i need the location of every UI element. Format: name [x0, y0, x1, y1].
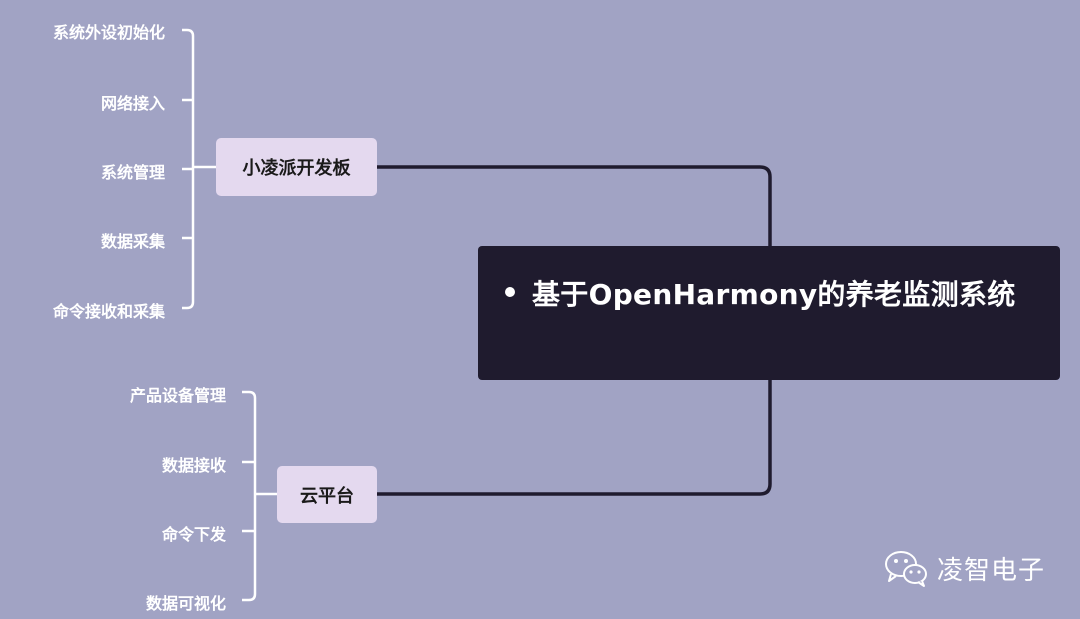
leaf-peripheral-init[interactable]: 系统外设初始化 [52, 23, 165, 42]
bracket-cloud-ticks [242, 460, 255, 533]
branch-node-dev-board[interactable]: 小凌派开发板 [216, 138, 377, 196]
leaf-command-send[interactable]: 命令下发 [161, 525, 226, 544]
watermark-logo: 凌智电子 [883, 548, 1045, 588]
root-title: 基于OpenHarmony的养老监测系统 [532, 278, 1016, 311]
connector-root-to-dev-board [377, 165, 772, 246]
leaf-data-receive[interactable]: 数据接收 [161, 456, 226, 475]
wechat-icon [885, 551, 927, 587]
leaf-command-receive[interactable]: 命令接收和采集 [52, 302, 165, 321]
watermark-text: 凌智电子 [937, 555, 1046, 586]
connector-root-to-cloud [377, 380, 772, 496]
leaf-system-management[interactable]: 系统管理 [100, 163, 165, 182]
leaf-data-visualization[interactable]: 数据可视化 [145, 594, 226, 613]
root-bullet [505, 287, 515, 297]
bracket-cloud [242, 390, 277, 602]
leaf-data-collection[interactable]: 数据采集 [100, 232, 165, 251]
bracket-dev-board-ticks [182, 98, 193, 240]
leaf-device-management[interactable]: 产品设备管理 [129, 386, 226, 405]
leaf-network-access[interactable]: 网络接入 [100, 94, 165, 113]
root-node[interactable] [478, 246, 1060, 380]
branch-node-cloud[interactable]: 云平台 [277, 466, 377, 523]
